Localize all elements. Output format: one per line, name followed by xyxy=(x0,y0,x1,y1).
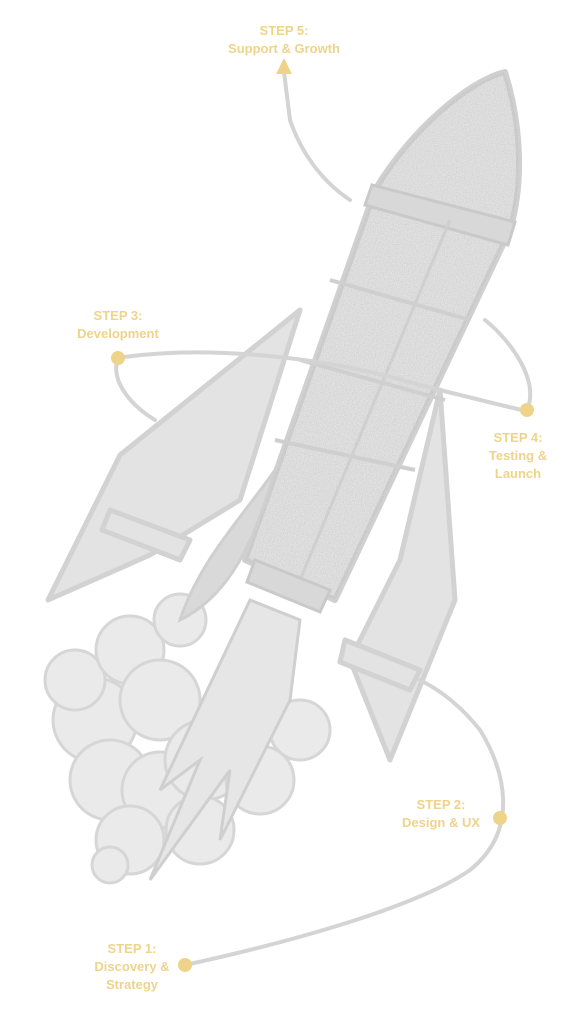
step-1-dot xyxy=(178,958,192,972)
step-4-label: STEP 4: Testing & Launch xyxy=(480,429,556,483)
rocket-fins xyxy=(45,307,458,763)
step-5-label: STEP 5: Support & Growth xyxy=(222,22,346,58)
step-3-text: Development xyxy=(77,326,159,341)
step-3-label: STEP 3: Development xyxy=(70,307,166,343)
flame xyxy=(148,469,302,881)
step-5-text: Support & Growth xyxy=(228,41,340,56)
arrow-up-icon xyxy=(276,58,292,74)
step-3-dot xyxy=(111,351,125,365)
step-2-text: Design & UX xyxy=(401,815,480,830)
step-dots xyxy=(111,351,534,972)
step-1-text-2: Strategy xyxy=(105,977,159,992)
step-4-text-2: Launch xyxy=(494,466,542,481)
orbit-path xyxy=(114,70,533,967)
step-2-title: STEP 2: xyxy=(416,797,466,812)
step-5-title: STEP 5: xyxy=(259,23,309,38)
step-4-dot xyxy=(520,403,534,417)
step-4-text-1: Testing & xyxy=(488,448,548,463)
step-2-label: STEP 2: Design & UX xyxy=(394,796,488,832)
rocket-body xyxy=(242,69,523,614)
step-4-title: STEP 4: xyxy=(493,430,543,445)
step-1-title: STEP 1: xyxy=(107,941,157,956)
step-1-label: STEP 1: Discovery & Strategy xyxy=(90,940,174,994)
step-2-dot xyxy=(493,811,507,825)
step-3-title: STEP 3: xyxy=(93,308,143,323)
step-1-text-1: Discovery & xyxy=(94,959,170,974)
